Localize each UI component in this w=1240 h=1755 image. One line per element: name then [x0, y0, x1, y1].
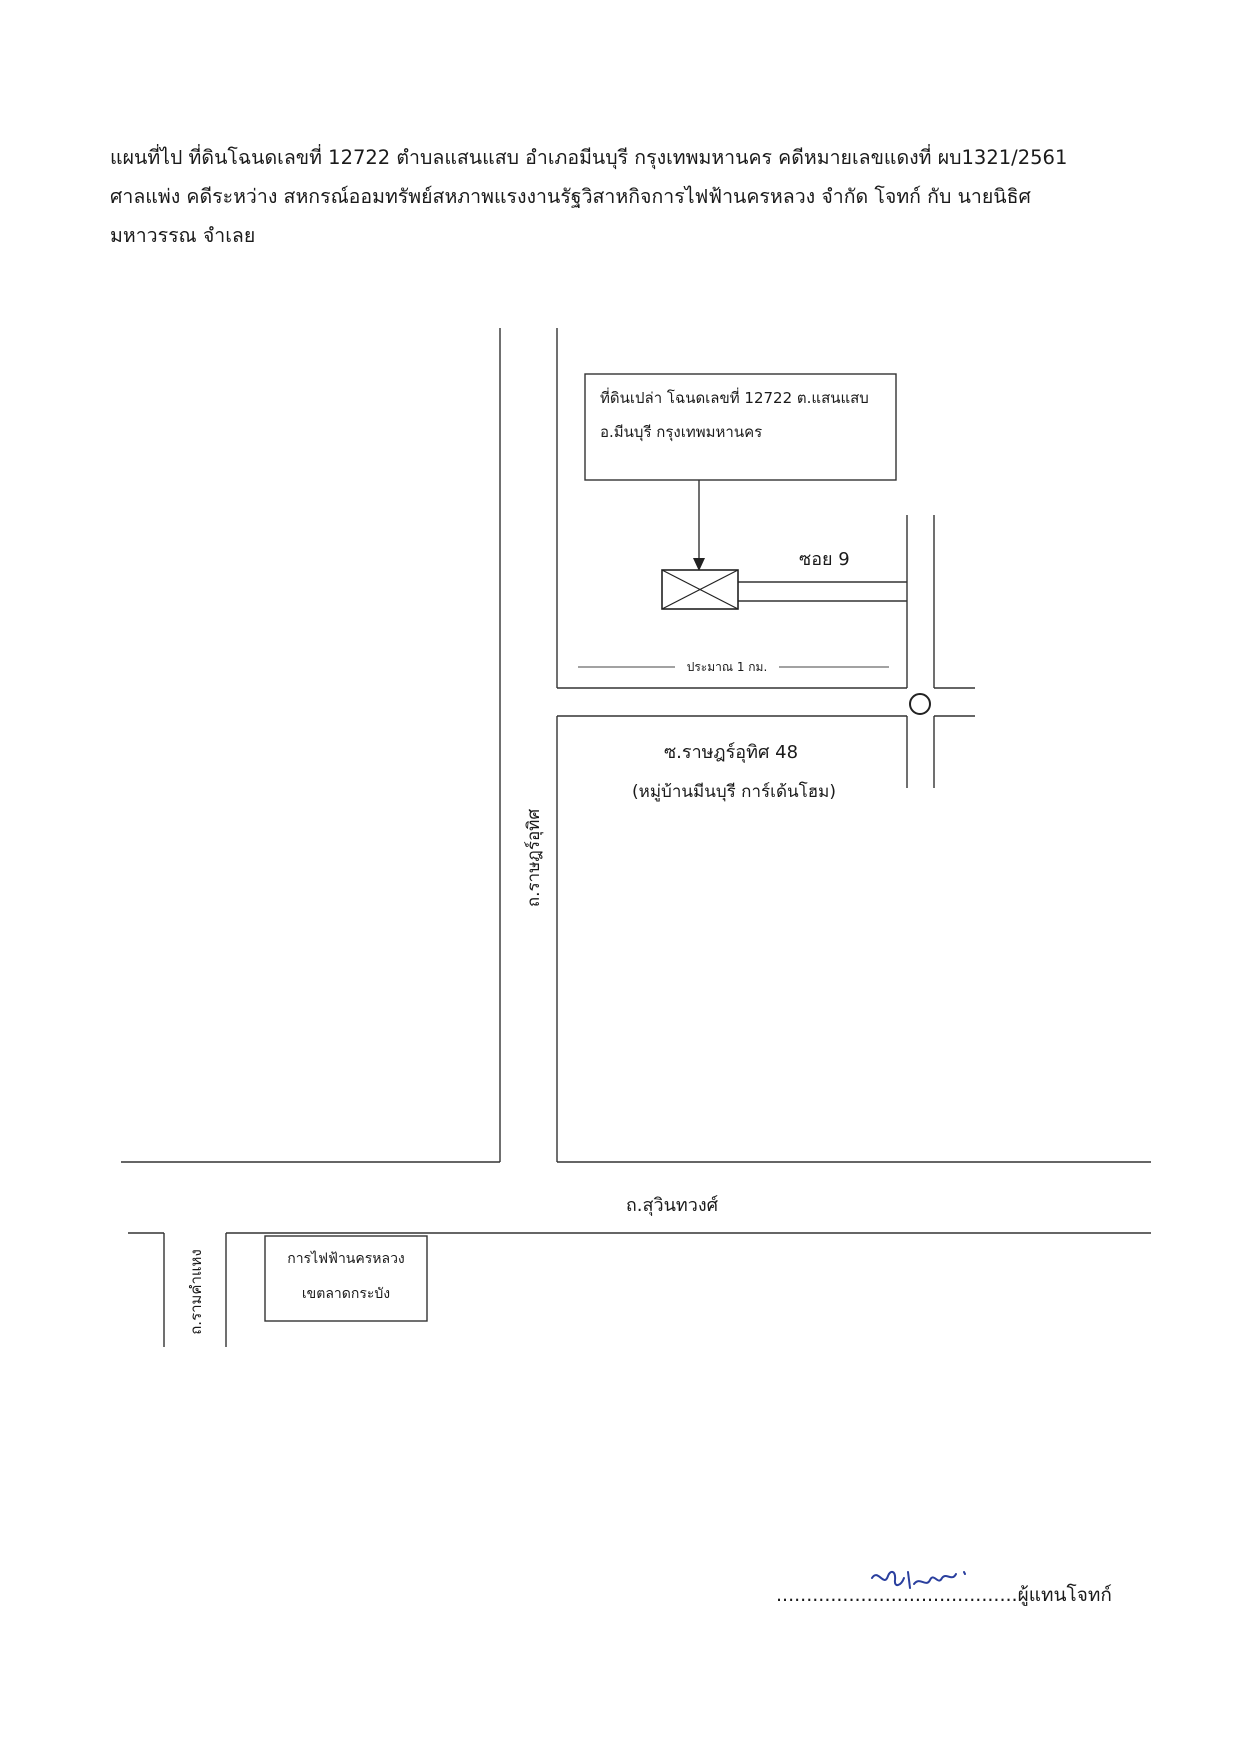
land-plot-marker: [661, 569, 739, 610]
plot-info-line-1: ที่ดินเปล่า โฉนดเลขที่ 12722 ต.แสนแสบ: [600, 387, 869, 407]
signature-dots: ........................................: [776, 1584, 1018, 1606]
signature-role: ผู้แทนโจทก์: [1017, 1584, 1112, 1606]
heading-line-3: มหาวรรณ จำเลย: [110, 224, 256, 247]
mea-office-line-2: เขตลาดกระบัง: [302, 1286, 390, 1302]
distance-label: ประมาณ 1 กม.: [687, 660, 768, 674]
heading-line-2: ศาลแพ่ง คดีระหว่าง สหกรณ์ออมทรัพย์สหภาพแ…: [110, 185, 1031, 208]
soi-9-label: ซอย 9: [799, 549, 850, 570]
mea-office-line-1: การไฟฟ้านครหลวง: [287, 1250, 405, 1267]
road-ratchuthit-label: ถ.ราษฎร์อุทิศ: [524, 809, 544, 908]
plot-info-line-2: อ.มีนบุรี กรุงเทพมหานคร: [600, 423, 762, 442]
document-heading: แผนที่ไป ที่ดินโฉนดเลขที่ 12722 ตำบลแสนแ…: [110, 138, 1140, 255]
signature-line: ........................................…: [776, 1580, 1112, 1610]
plot-info-box: [584, 373, 897, 481]
village-label: (หมู่บ้านมีนบุรี การ์เด้นโฮม): [632, 781, 836, 802]
handwritten-signature: [871, 1570, 966, 1589]
heading-line-1: แผนที่ไป ที่ดินโฉนดเลขที่ 12722 ตำบลแสนแ…: [110, 146, 1068, 169]
road-ramkhamhaeng-label: ถ.รามคำแหง: [187, 1249, 205, 1335]
intersection-landmark-circle: [909, 693, 931, 715]
pointer-arrow-head: [693, 558, 705, 571]
road-suwinthawong-label: ถ.สุวินทวงศ์: [626, 1195, 719, 1216]
soi-ratchuthit-label: ซ.ราษฎร์อุทิศ 48: [664, 742, 798, 763]
mea-office-box: [264, 1235, 428, 1322]
